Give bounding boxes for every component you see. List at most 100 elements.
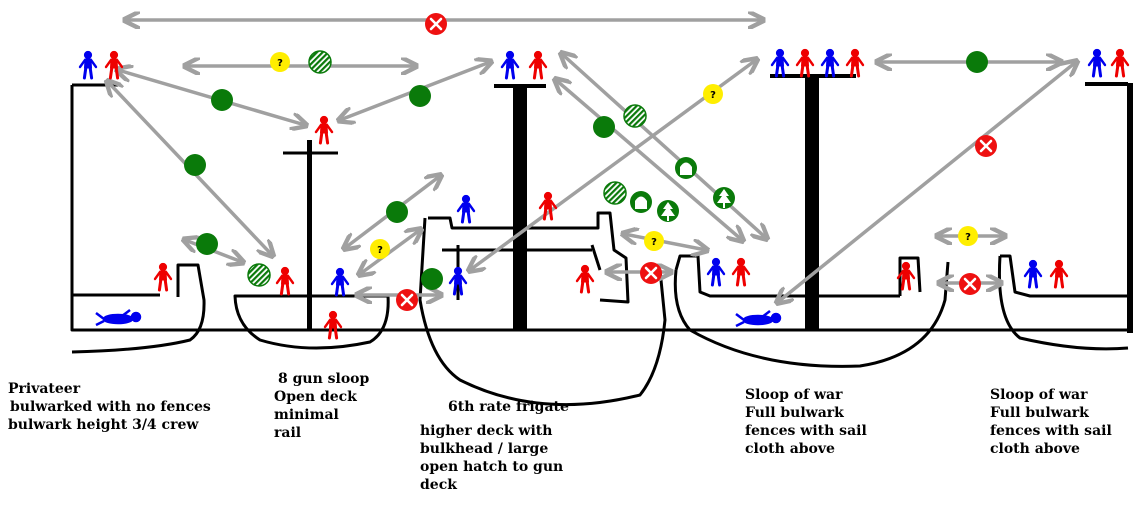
crew-friendly [78,49,98,80]
ok-markers [184,51,988,290]
prone-crew [95,309,782,328]
svg-text:?: ? [277,58,283,69]
caption-sloopwar1: Sloop of war Full bulwark fences with sa… [745,386,867,458]
caption-line: bulwarked with no fences [10,399,211,415]
maybe-icon: ? [958,226,978,246]
crew-friendly [706,256,726,287]
caption-line: 8 gun sloop [278,371,370,387]
crew-enemy [795,47,815,78]
svg-text:?: ? [651,237,657,248]
crew-friendly [1087,47,1107,78]
blocked-icon [425,13,447,35]
blocked-icon [396,289,418,311]
caption-line: cloth above [990,441,1080,457]
striped-circle-icon [623,104,647,128]
svg-text:?: ? [965,232,971,243]
svg-text:?: ? [710,90,716,101]
caption-line: deck [420,477,457,493]
crew-friendly [330,266,350,297]
arrow-frigate-top-sloopwar [556,80,742,240]
caption-line: Full bulwark [990,405,1089,421]
blocked-icon [640,262,662,284]
tree-circle-icon [657,200,679,222]
privateer-bulwark [71,263,206,354]
crew-enemy [528,49,548,80]
caption-line: bulkhead / large [420,441,549,457]
caption-sloop8: 8 gun sloop Open deck minimal rail [274,370,369,442]
crew-enemy [1049,258,1069,289]
caption-line: Sloop of war [990,387,1088,403]
arch-markers [630,157,697,213]
partial-markers [247,50,647,287]
arrow-frigate-rail-sloopwar [624,234,706,250]
maybe-icon: ? [270,52,290,72]
crew-enemy [731,256,751,287]
crew-friendly [770,47,790,78]
arrow-sloopwar2-deck [778,62,1076,302]
ok-icon [184,154,206,176]
svg-text:?: ? [377,245,383,256]
blocked-icon [959,273,981,295]
tree-circle-icon [713,187,735,209]
crew-friendly [820,47,840,78]
caption-line: higher deck with [420,423,553,439]
crew-enemy [323,309,343,340]
caption-line: 6th rate frigate [448,399,569,415]
arch-circle-icon [630,191,652,213]
maybe-icon: ? [644,231,664,251]
reach-arrows [108,20,1076,302]
sloopwar2-bulwark [1000,254,1128,298]
caption-frigate: 6th rate frigate higher deck with bulkhe… [420,398,569,494]
frigate-hull [418,217,667,407]
maybe-icon: ? [703,84,723,104]
sloopwar1-hull [673,261,950,368]
tree-markers [657,187,735,222]
caption-line: minimal [274,407,339,423]
striped-circle-icon [308,50,332,74]
crew-friendly-prone [95,309,142,327]
blocked-markers [396,13,997,311]
crew-friendly [456,193,476,224]
crew-enemy [104,49,124,80]
caption-privateer: Privateer bulwarked with no fences bulwa… [8,380,211,434]
caption-line: cloth above [745,441,835,457]
arrow-sloop-frigate-deck2 [360,230,420,274]
frigate-mast [513,88,527,330]
crew-friendly [500,49,520,80]
arch-circle-icon [675,157,697,179]
crew-enemy [575,263,595,294]
sloopwar1-mast [805,75,819,330]
ok-icon [966,51,988,73]
caption-line: fences with sail [990,423,1112,439]
caption-line: Full bulwark [745,405,844,421]
maybe-icon: ? [370,239,390,259]
caption-line: Open deck [274,389,357,405]
caption-sloopwar2: Sloop of war Full bulwark fences with sa… [990,386,1112,458]
sloopwar2-mast [1127,83,1133,333]
caption-line: Sloop of war [745,387,843,403]
crew-enemy [275,265,295,296]
caption-line: open hatch to gun [420,459,564,475]
striped-circle-icon [603,181,627,205]
ok-icon [409,85,431,107]
ok-icon [593,116,615,138]
blocked-icon [975,135,997,157]
sloop8-hull [233,294,390,350]
crew-enemy [845,47,865,78]
caption-line: Privateer [8,381,81,397]
caption-line: rail [274,425,302,441]
striped-circle-icon [247,263,271,287]
ok-icon [421,268,443,290]
ok-icon [211,89,233,111]
crew-enemy [153,261,173,292]
ok-icon [386,201,408,223]
crew-friendly-prone [735,310,782,328]
crew-enemy [1110,47,1130,78]
caption-line: fences with sail [745,423,867,439]
maybe-markers: ? ? ? ? ? [270,52,978,259]
caption-line: bulwark height 3/4 crew [8,417,199,433]
ok-icon [196,233,218,255]
crew-enemy [314,114,334,145]
